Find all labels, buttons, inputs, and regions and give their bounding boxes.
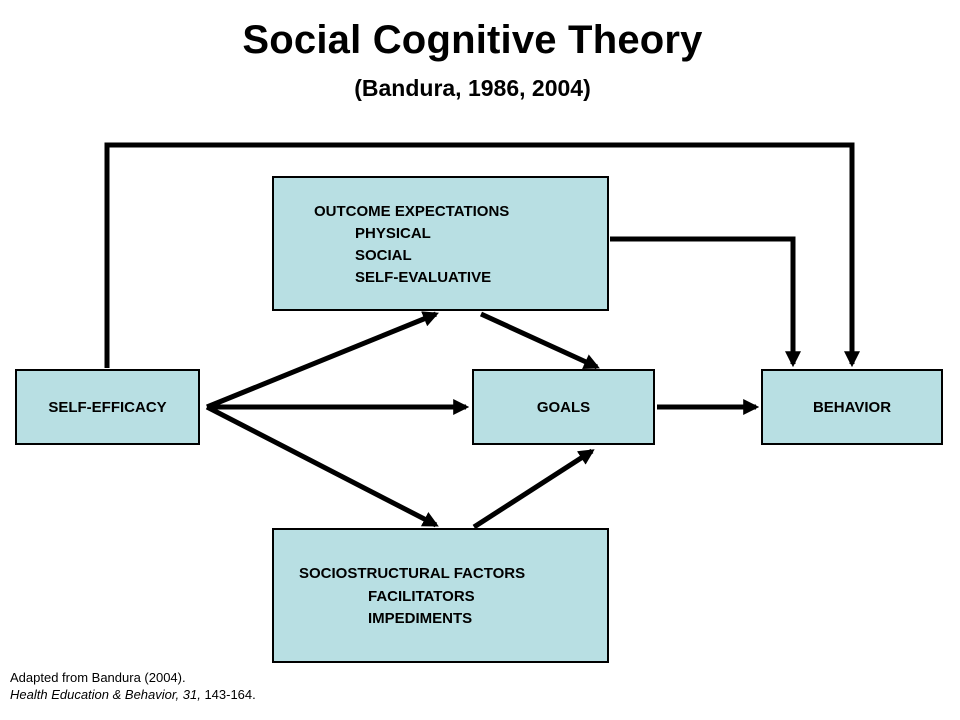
diagram-subtitle: (Bandura, 1986, 2004) (354, 75, 591, 101)
outcome-item-self-evaluative: SELF-EVALUATIVE (355, 269, 492, 286)
arrow-self-efficacy-to-behavior-loop (104, 142, 861, 368)
outcome-expectations-heading: OUTCOME EXPECTATIONS (314, 203, 510, 220)
arrow-self-efficacy-to-outcome (206, 311, 439, 410)
sociostructural-factors-box: SOCIOSTRUCTURAL FACTORS FACILITATORS IMP… (272, 528, 609, 663)
outcome-expectations-box: OUTCOME EXPECTATIONS PHYSICAL SOCIAL SEL… (272, 176, 609, 311)
citation-journal: Health Education & Behavior, (10, 687, 180, 702)
diagram-title: Social Cognitive Theory (242, 18, 703, 62)
citation-line-1: Adapted from Bandura (2004). (10, 670, 186, 685)
citation-volume: 31, (182, 687, 201, 702)
sociostructural-item-facilitators: FACILITATORS (368, 588, 475, 605)
self-efficacy-box: SELF-EFFICACY (15, 369, 200, 445)
behavior-label: BEHAVIOR (812, 398, 892, 416)
behavior-box: BEHAVIOR (761, 369, 943, 445)
outcome-item-physical: PHYSICAL (355, 225, 431, 242)
citation: Adapted from Bandura (2004). Health Educ… (10, 669, 256, 703)
goals-label: GOALS (536, 398, 591, 416)
arrow-outcome-to-goals (479, 311, 600, 370)
arrow-self-efficacy-to-sociostructural (205, 404, 439, 528)
citation-pages: 143-164. (204, 687, 256, 702)
citation-line-2: Health Education & Behavior, 31, 143-164… (10, 686, 256, 703)
goals-box: GOALS (472, 369, 655, 445)
arrow-outcome-to-behavior (610, 236, 802, 368)
outcome-item-social: SOCIAL (355, 247, 412, 264)
self-efficacy-label: SELF-EFFICACY (48, 398, 167, 416)
sociostructural-item-impediments: IMPEDIMENTS (368, 610, 473, 627)
arrow-sociostructural-to-goals (472, 448, 595, 530)
sociostructural-heading: SOCIOSTRUCTURAL FACTORS (299, 565, 526, 582)
